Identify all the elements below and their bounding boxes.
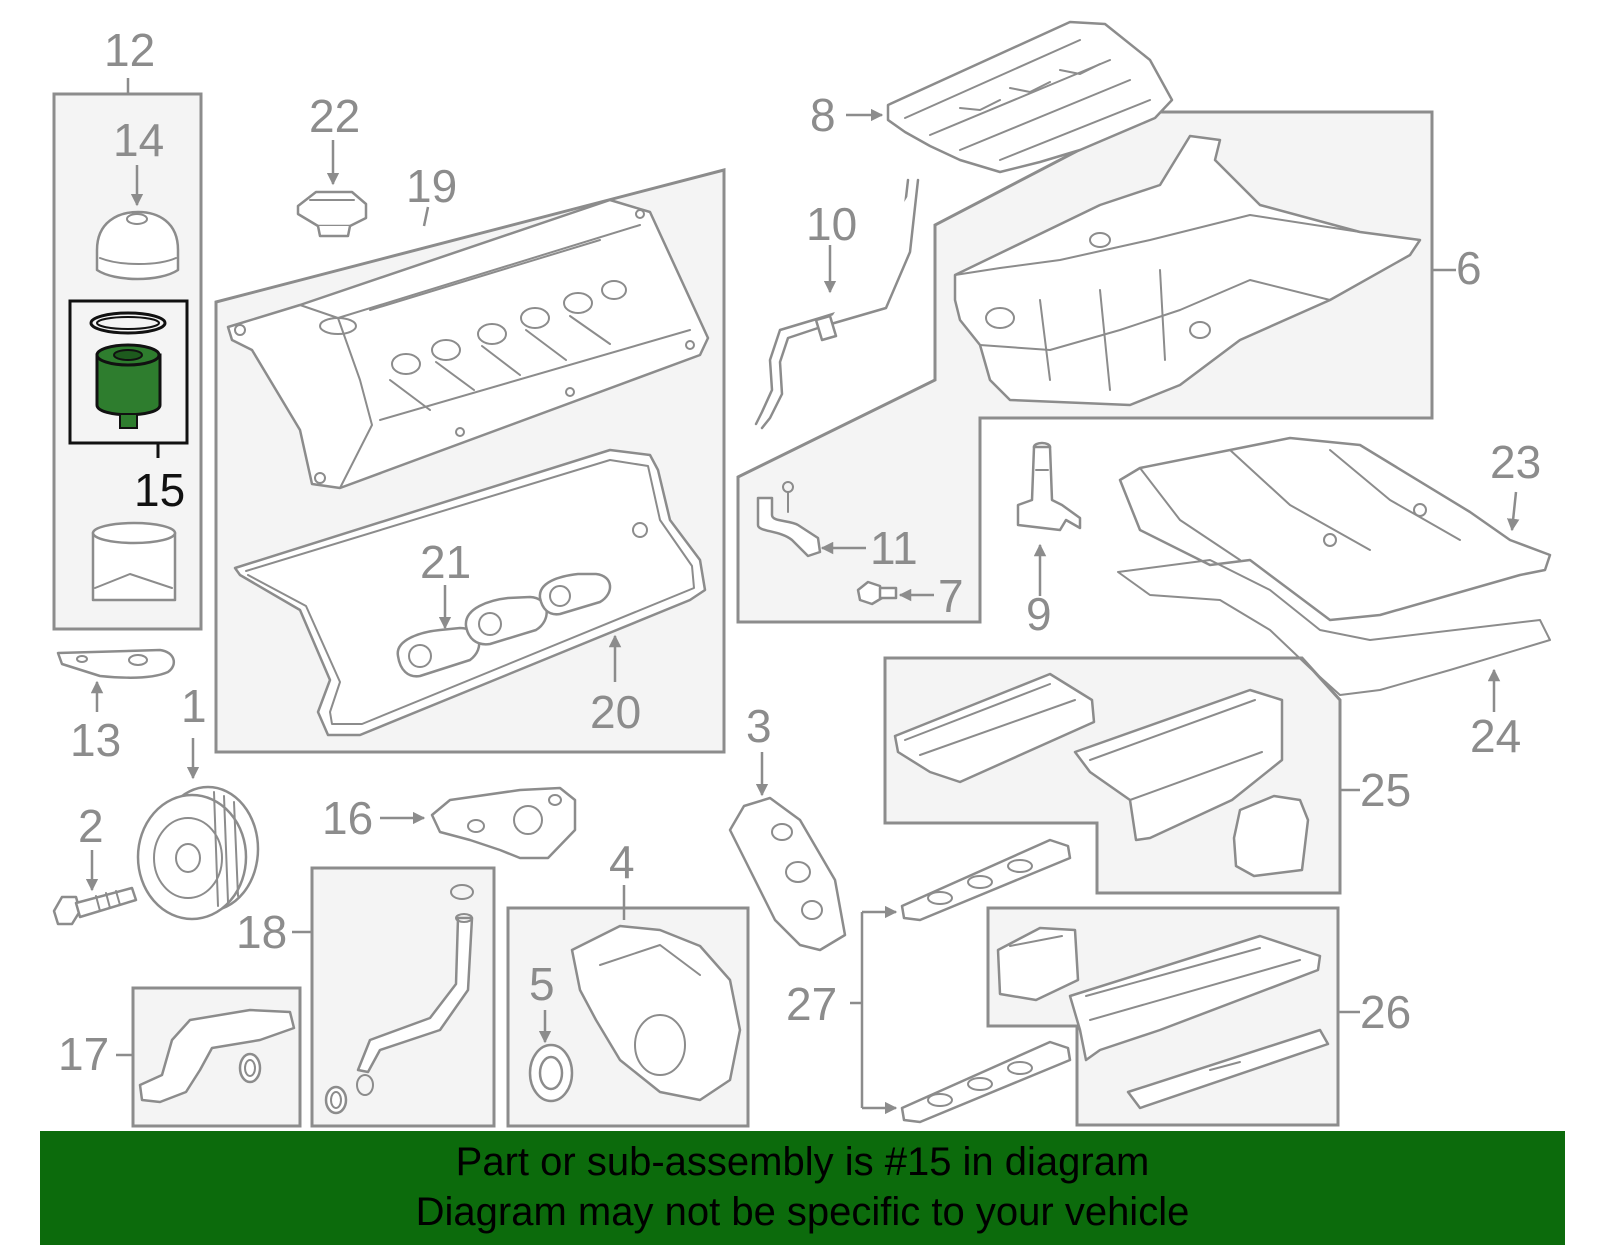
leader-19 <box>422 206 430 227</box>
callout-24: 24 <box>1470 710 1521 762</box>
gasket-part-27-lower <box>900 1040 1072 1124</box>
callout-1: 1 <box>181 680 207 732</box>
info-banner: Part or sub-assembly is #15 in diagram D… <box>40 1131 1565 1245</box>
callout-21: 21 <box>420 536 471 588</box>
gasket-part-27-upper <box>900 838 1072 922</box>
callout-22: 22 <box>309 90 360 142</box>
oil-pan-gasket-part-24 <box>1117 559 1551 696</box>
highlight-frame-15 <box>68 299 189 445</box>
callout-26: 26 <box>1360 986 1411 1038</box>
callout-8: 8 <box>810 89 836 141</box>
callout-5: 5 <box>529 958 555 1010</box>
oil-pan-assembly-part-26 <box>996 926 1330 1110</box>
oil-filter-housing <box>91 521 177 602</box>
callout-27: 27 <box>786 978 837 1030</box>
callout-11: 11 <box>870 522 918 574</box>
oil-pump-part-3 <box>728 796 847 952</box>
leader-23 <box>1506 491 1520 532</box>
callout-25: 25 <box>1360 764 1411 816</box>
oil-tube-part-18 <box>324 884 474 1115</box>
parts-diagram: 1 2 3 4 5 6 7 8 9 10 11 12 13 14 15 16 1… <box>52 20 1552 1128</box>
bolt-part-7 <box>856 580 898 606</box>
callout-12: 12 <box>104 24 155 76</box>
callout-18: 18 <box>236 906 287 958</box>
callout-23: 23 <box>1490 436 1541 488</box>
gasket-part-13 <box>56 648 176 680</box>
callout-14: 14 <box>113 114 164 166</box>
callout-10: 10 <box>806 198 857 250</box>
oil-filter-cap-part-14 <box>95 210 180 281</box>
oil-pipe-part-11 <box>756 481 822 558</box>
callout-16: 16 <box>322 792 373 844</box>
crankshaft-seal-part-5 <box>528 1043 574 1103</box>
callout-6: 6 <box>1456 242 1482 294</box>
callout-2: 2 <box>78 800 104 852</box>
timing-cover-part-4 <box>570 924 742 1102</box>
bolt-part-2 <box>52 886 138 926</box>
oil-pan-part-6 <box>953 134 1422 407</box>
callout-9: 9 <box>1026 588 1052 640</box>
banner-line-disclaimer: Diagram may not be specific to your vehi… <box>415 1190 1190 1234</box>
oil-cooler-part-16 <box>430 786 577 860</box>
oil-filter-part-15 <box>89 311 167 429</box>
leader-27 <box>850 912 864 1108</box>
callout-3: 3 <box>746 700 772 752</box>
callout-17: 17 <box>58 1028 109 1080</box>
upper-oil-pan-part-23 <box>1118 436 1552 622</box>
callout-4: 4 <box>609 836 635 888</box>
oil-pickup-part-17 <box>138 1008 296 1104</box>
spark-plug-tube-seals-part-21 <box>396 572 612 678</box>
group-box-17 <box>131 986 302 1128</box>
valve-cover-gasket-part-20 <box>233 448 707 737</box>
oil-pan-baffle-part-8 <box>886 20 1174 174</box>
callout-7: 7 <box>938 570 964 622</box>
callout-19: 19 <box>406 160 457 212</box>
oil-fill-cap-part-22 <box>296 190 368 238</box>
lower-oil-pan-part-25 <box>893 672 1310 878</box>
oil-level-sensor-part-9 <box>1016 441 1082 532</box>
callout-13: 13 <box>70 714 121 766</box>
valve-cover-part-19 <box>226 198 710 490</box>
callout-20: 20 <box>590 686 641 738</box>
dipstick-tube-part-10 <box>754 178 920 430</box>
callout-15: 15 <box>134 464 185 516</box>
banner-line-part: Part or sub-assembly is #15 in diagram <box>455 1140 1150 1184</box>
crankshaft-pulley-part-1 <box>136 785 260 921</box>
